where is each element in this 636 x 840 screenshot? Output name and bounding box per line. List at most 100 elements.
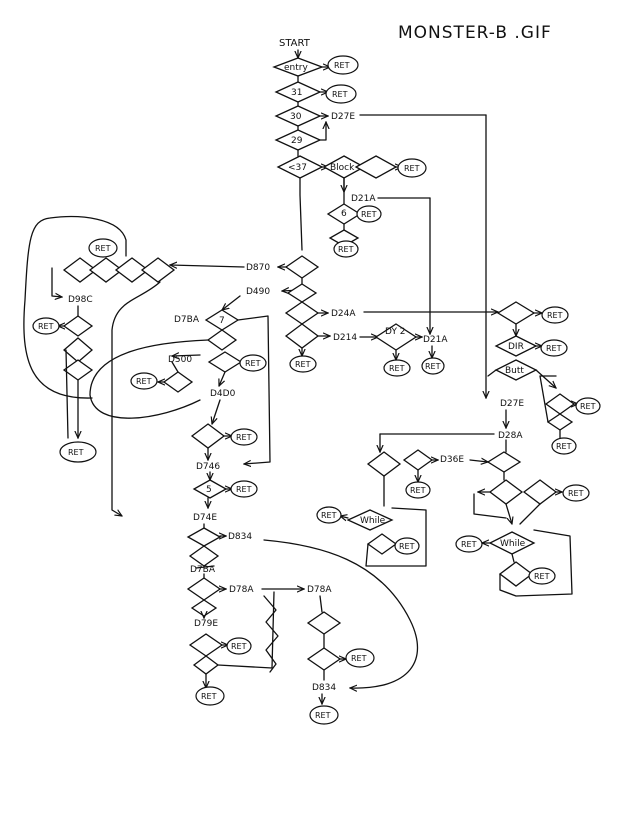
ret-node: [195, 686, 225, 706]
d98c-diamond-2: [63, 337, 93, 363]
d4d0-label: D4D0: [210, 389, 236, 399]
ret-label: RET: [295, 360, 311, 369]
30-label: 30: [290, 112, 302, 122]
d214-label: D214: [333, 333, 357, 343]
butt-right-diamond-2: [546, 413, 574, 431]
d746-label: D746: [196, 462, 220, 472]
ret-node: [32, 317, 60, 335]
dir-diamond: [494, 335, 538, 357]
entry-diamond-label: entry: [284, 63, 308, 73]
ret-node: [540, 339, 568, 357]
ret-label: RET: [231, 642, 247, 651]
ret-label: RET: [568, 489, 584, 498]
d21a-mid-label: D21A: [423, 335, 448, 345]
ret-node: [130, 372, 158, 390]
ret-label: RET: [404, 164, 420, 173]
ret-node: [551, 437, 577, 455]
d4d0-diamond: [190, 423, 226, 449]
dir-label: DIR: [508, 342, 524, 352]
d870-left-diamond-2: [88, 257, 124, 283]
d98c-diamond: [62, 315, 94, 337]
ret-label: RET: [461, 540, 477, 549]
ret-label: RET: [236, 433, 252, 442]
butt-label: Butt: [505, 366, 524, 376]
5-diamond: [192, 479, 228, 499]
d78a-right-diamond-2: [306, 647, 342, 671]
ret-node: [394, 537, 420, 555]
left-section: RET D98C RET RET: [23, 215, 176, 516]
ret-node: [541, 306, 569, 324]
7-label: 7: [219, 316, 225, 326]
d78a-second-diamond: [190, 599, 218, 617]
d78a-right-label: D78A: [307, 585, 332, 595]
ret-label: RET: [338, 245, 354, 254]
ret-label: RET: [245, 359, 261, 368]
d28a-right-diamond: [486, 451, 522, 473]
ret-label: RET: [136, 377, 152, 386]
ret-node: [383, 359, 411, 377]
ret-label: RET: [351, 654, 367, 663]
ret-label: RET: [556, 442, 572, 451]
ret-node: [528, 567, 556, 585]
d870-diamond: [284, 255, 320, 279]
d79e-diamond: [188, 633, 224, 657]
d36e-right-diamond-2: [522, 479, 558, 505]
d24a-diamond-2: [284, 301, 320, 325]
d214-diamond: [284, 323, 320, 349]
d36e-right-diamond-1: [488, 479, 524, 505]
d870-label: D870: [246, 263, 270, 273]
diagram-title: MONSTER-B .GIF: [398, 23, 552, 43]
butt-right-diamond-1: [544, 393, 576, 415]
d78a-right-diamond: [306, 611, 342, 635]
d24a-label: D24A: [331, 309, 356, 319]
ret-label: RET: [425, 362, 441, 371]
d834-top-label: D834: [228, 532, 252, 542]
d98c-diamond-3: [62, 359, 94, 381]
ret-label: RET: [236, 485, 252, 494]
ret-node: [327, 55, 359, 75]
ret-label: RET: [410, 486, 426, 495]
ret-node: [226, 637, 252, 655]
ret-label: RET: [389, 364, 405, 373]
block-second-diamond: [354, 155, 398, 179]
right-section: RET DIR RET Butt D27E RET RET D28A D36E: [316, 301, 601, 597]
d7ba-struck-label: D7BA: [190, 565, 216, 575]
ret-label: RET: [334, 61, 350, 70]
d74e-label: D74E: [193, 513, 217, 523]
ret-node: [345, 648, 375, 668]
ret-node: [405, 481, 431, 499]
bottom-section: D834 D7BA D78A D78A D79E RET RET RET D83…: [186, 523, 419, 725]
butt-diamond: [494, 359, 538, 381]
ret-node: [230, 480, 258, 498]
d36e-label: D36E: [440, 455, 464, 465]
ret-node: [421, 357, 445, 375]
main-spine: entry RET 31 RET 30 D27E 29 <37 Block RE…: [170, 49, 498, 398]
ret-label: RET: [201, 692, 217, 701]
d27e-top-label: D27E: [331, 112, 355, 122]
ret-node: [309, 705, 339, 725]
d21a-top-label: D21A: [351, 194, 376, 204]
d24a-diamond-1: [286, 283, 318, 303]
d24a-right-diamond: [496, 301, 536, 325]
d78a-diamond: [186, 577, 222, 601]
ret-node: [289, 355, 317, 373]
d490-label: D490: [246, 287, 270, 297]
5-label: 5: [206, 485, 212, 495]
while-left-label: While: [360, 516, 386, 526]
start-label: START: [279, 38, 311, 49]
while-right-inner-diamond: [498, 561, 534, 587]
d79e-second-diamond: [192, 655, 220, 675]
ret-label: RET: [321, 511, 337, 520]
6-label: 6: [341, 209, 347, 219]
while-right-label: While: [500, 539, 526, 549]
d79e-label: D79E: [194, 619, 218, 629]
while-left-inner-diamond: [366, 533, 398, 555]
ret-label: RET: [68, 448, 84, 457]
ret-node: [316, 506, 342, 524]
ret-node: [356, 205, 382, 223]
ret-label: RET: [38, 322, 54, 331]
d98c-label: D98C: [68, 295, 93, 305]
d834-second-diamond: [188, 545, 220, 567]
dy2-label: DY 2: [385, 327, 406, 337]
